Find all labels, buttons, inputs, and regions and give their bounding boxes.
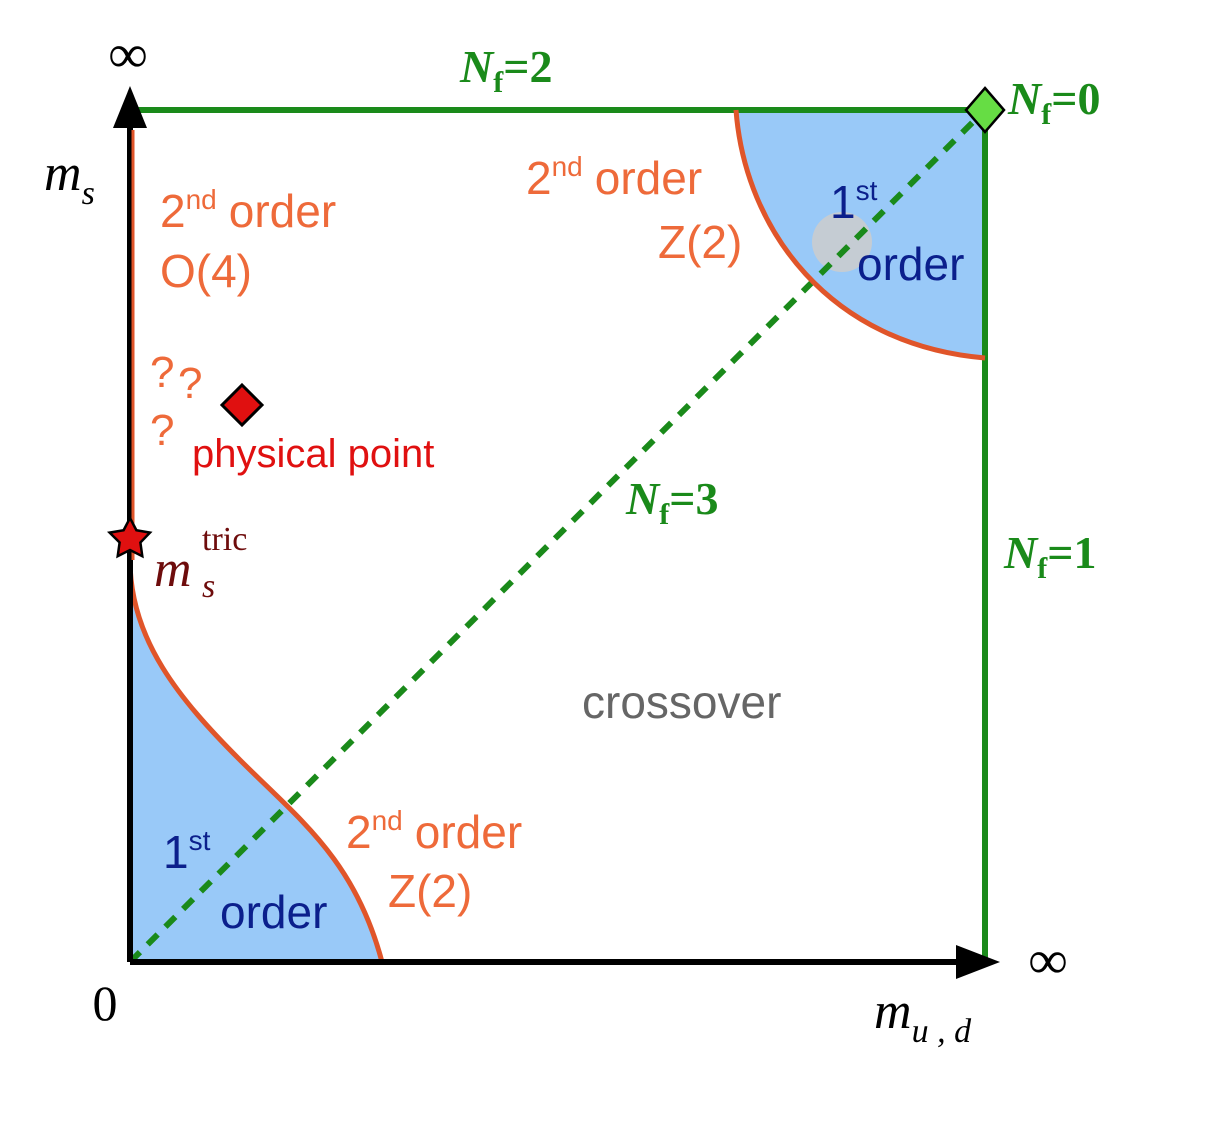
nf0-diamond-marker (964, 86, 1006, 134)
first-order-region-bottom-left (130, 560, 382, 962)
top-right-first-order-word: order (857, 238, 964, 290)
nf3-label: Nf=3 (625, 473, 718, 531)
physical-point-diamond (219, 382, 265, 428)
question-mark-2: ? (178, 359, 202, 408)
tricritical-mass-sub: s (202, 568, 215, 605)
crossover-label: crossover (582, 676, 781, 728)
question-mark-3: ? (150, 406, 174, 455)
intersection-highlight (812, 212, 872, 272)
origin-label: 0 (93, 975, 118, 1031)
bottom-critical-class-label: Z(2) (388, 865, 472, 917)
y-axis-arrowhead (113, 86, 147, 128)
tricritical-mass-sup: tric (202, 521, 247, 558)
tricritical-mass-label: m (154, 541, 192, 598)
y-axis-infinity-label: ∞ (109, 24, 148, 84)
nf1-label: Nf=1 (1003, 527, 1096, 585)
left-critical-class-label: O(4) (160, 245, 252, 297)
critical-line-bottom-left (127, 559, 385, 963)
critical-line-top-right (733, 109, 986, 361)
top-right-first-order-num: 1st (830, 175, 878, 228)
nf2-label: Nf=2 (459, 41, 552, 99)
physical-point-label: physical point (192, 432, 434, 476)
top-right-critical-class-label: Z(2) (658, 216, 742, 268)
tricritical-star-icon (106, 515, 153, 559)
bottom-first-order-word: order (220, 886, 327, 938)
x-axis-arrowhead (956, 945, 1000, 979)
nf3-diagonal-line (127, 107, 988, 965)
x-axis-label: mu , d (874, 983, 972, 1050)
y-axis-label: ms (44, 145, 95, 212)
question-mark-1: ? (150, 348, 174, 397)
x-axis-infinity-label: ∞ (1029, 930, 1068, 990)
bottom-first-order-num: 1st (163, 825, 211, 878)
nf0-label: Nf=0 (1007, 73, 1100, 131)
